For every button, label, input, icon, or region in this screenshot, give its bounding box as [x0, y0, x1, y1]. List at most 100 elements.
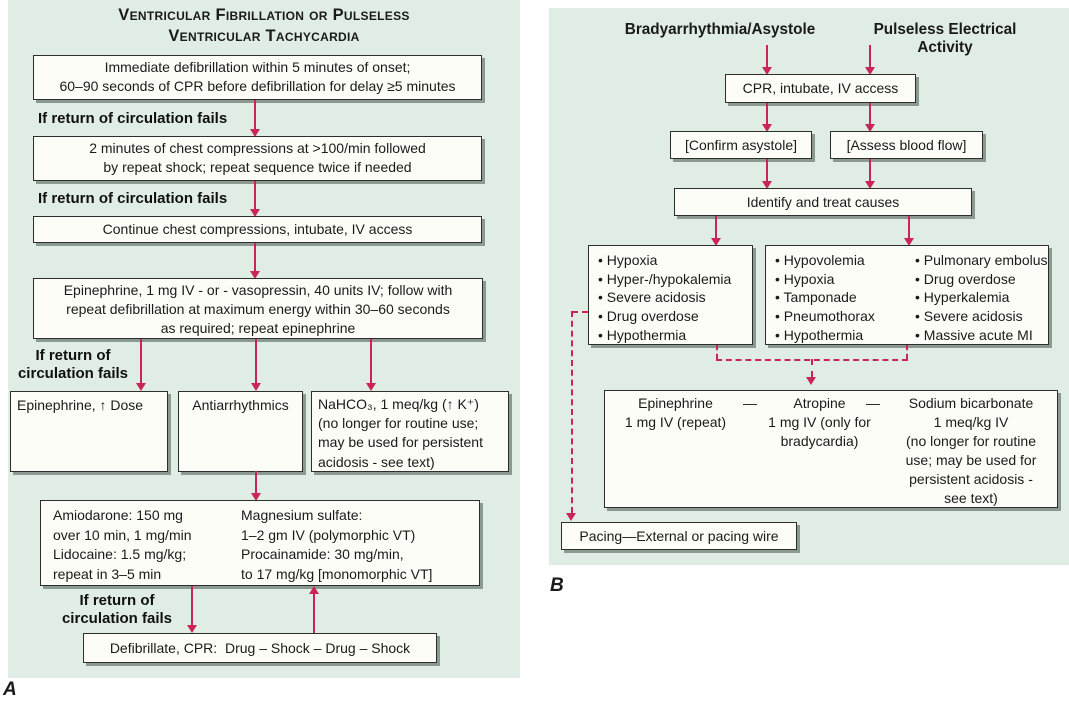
- flow-text: repeat in 3–5 min: [53, 565, 162, 582]
- flow-text: Defibrillate, CPR: Drug – Shock – Drug –…: [109, 639, 411, 656]
- drug-column-sodium-bicarbonate: Sodium bicarbonate 1 meq/kg IV (no longe…: [891, 394, 1051, 508]
- flow-text: Atropine: [793, 395, 846, 411]
- cause-item: Drug overdose: [598, 307, 752, 326]
- cause-item: Severe acidosis: [598, 288, 752, 307]
- flow-box-epinephrine-dose: Epinephrine, ↑ Dose: [10, 391, 168, 472]
- cause-item: Severe acidosis: [915, 307, 1048, 326]
- arrow-up-icon: [308, 586, 320, 633]
- cause-item: Hyper-/hypokalemia: [598, 270, 752, 289]
- flow-text: CPR, intubate, IV access: [742, 80, 899, 96]
- arrow-down-icon: [186, 586, 198, 633]
- label-if-return-3: If return of circulation fails: [10, 347, 136, 383]
- flow-text: over 10 min, 1 mg/min: [53, 526, 192, 543]
- cause-item: Pneumothorax: [775, 307, 875, 326]
- arrow-down-icon: [365, 339, 377, 391]
- dose-column-left: Amiodarone: 150 mg over 10 min, 1 mg/min…: [53, 506, 192, 584]
- flow-box-asystole-causes: Hypoxia Hyper-/hypokalemia Severe acidos…: [588, 245, 753, 345]
- flow-text: see text): [944, 490, 998, 506]
- arrow-down-icon: [864, 159, 876, 189]
- label-line: circulation fails: [17, 365, 129, 382]
- flow-box-pacing: Pacing—External or pacing wire: [561, 522, 797, 550]
- arrow-down-icon: [135, 339, 147, 391]
- panel-a-label: A: [3, 679, 17, 700]
- header-bradyarrhythmia-asystole: Bradyarrhythmia/Asystole: [624, 21, 816, 38]
- dashed-connector: [811, 359, 813, 377]
- label-line: If return of: [35, 347, 111, 364]
- flow-text: 2 minutes of chest compressions at >100/…: [89, 140, 426, 156]
- flow-text: repeat defibrillation at maximum energy …: [66, 301, 450, 317]
- cause-item: Drug overdose: [915, 270, 1048, 289]
- flow-text: acidosis - see text): [318, 453, 435, 470]
- label-if-return-2: If return of circulation fails: [38, 190, 228, 207]
- arrow-down-icon: [864, 103, 876, 132]
- flow-box-cpr-intubate: CPR, intubate, IV access: [725, 74, 916, 103]
- arrow-down-icon: [761, 103, 773, 132]
- flow-text: Lidocaine: 1.5 mg/kg;: [53, 546, 187, 562]
- dashed-connector: [571, 311, 573, 513]
- dashed-connector: [572, 311, 588, 313]
- flow-text: 1 mg IV (repeat): [624, 414, 727, 430]
- flow-text: Magnesium sulfate:: [241, 507, 363, 523]
- cause-item: Hypovolemia: [775, 251, 875, 270]
- panel-a-vf-vt: Ventricular Fibrillation or Pulseless Ve…: [8, 0, 520, 678]
- flow-box-assess-blood-flow: [Assess blood flow]: [830, 131, 983, 159]
- pea-causes-column-2: Pulmonary embolus Drug overdose Hyperkal…: [915, 251, 1048, 345]
- arrow-down-icon: [761, 45, 773, 75]
- flow-text: [Assess blood flow]: [846, 136, 967, 153]
- cause-item: Hypoxia: [775, 270, 875, 289]
- flow-box-nahco3: NaHCO₃, 1 meq/kg (↑ K⁺) (no longer for r…: [311, 391, 509, 472]
- flow-text: Immediate defibrillation within 5 minute…: [104, 59, 411, 75]
- arrow-down-icon: [249, 100, 261, 137]
- flow-text: Epinephrine, 1 mg IV - or - vasopressin,…: [63, 282, 453, 298]
- flow-text: by repeat shock; repeat sequence twice i…: [103, 159, 412, 175]
- arrow-down-icon: [710, 216, 722, 246]
- flow-box-identify-treat-causes: Identify and treat causes: [674, 188, 972, 216]
- flow-text: (no longer for routine: [906, 433, 1036, 449]
- flow-text: use; may be used for: [905, 452, 1037, 468]
- drug-column-epinephrine: Epinephrine 1 mg IV (repeat): [613, 394, 738, 432]
- drug-dash: —: [866, 395, 880, 411]
- dose-column-right: Magnesium sulfate: 1–2 gm IV (polymorphi…: [241, 506, 432, 584]
- panel-b-asystole-pea: Bradyarrhythmia/Asystole Pulseless Elect…: [549, 8, 1069, 565]
- flow-text: (no longer for routine use;: [318, 415, 479, 432]
- flow-text: 1 meq/kg IV: [933, 414, 1009, 430]
- drug-column-atropine: Atropine 1 mg IV (only for bradycardia): [757, 394, 882, 451]
- flow-text: Epinephrine, ↑ Dose: [17, 397, 144, 413]
- flow-box-antiarrhythmics: Antiarrhythmics: [178, 391, 303, 472]
- flow-text: [Confirm asystole]: [684, 136, 798, 153]
- cause-item: Hypothermia: [598, 326, 752, 345]
- flow-box-asystole-drugs: Epinephrine 1 mg IV (repeat) — Atropine …: [604, 390, 1058, 508]
- flow-box-pea-causes: Hypovolemia Hypoxia Tamponade Pneumothor…: [765, 245, 1049, 345]
- arrow-down-icon: [249, 181, 261, 217]
- panel-a-title-line2: Ventricular Tachycardia: [168, 27, 360, 45]
- dashed-arrowhead-down-icon: [806, 377, 816, 385]
- flow-box-immediate-defibrillation: Immediate defibrillation within 5 minute…: [33, 55, 482, 100]
- arrow-down-icon: [250, 471, 262, 501]
- arrow-down-icon: [250, 339, 262, 391]
- panel-a-title: Ventricular Fibrillation or Pulseless Ve…: [8, 5, 520, 47]
- label-line: circulation fails: [61, 610, 173, 627]
- cause-item: Hyperkalemia: [915, 288, 1048, 307]
- flow-box-confirm-asystole: [Confirm asystole]: [670, 131, 812, 159]
- arrow-down-icon: [903, 216, 915, 246]
- cause-item: Hypothermia: [775, 326, 875, 345]
- label-if-return-4: If return of circulation fails: [54, 592, 180, 628]
- flow-text: Epinephrine: [638, 395, 713, 411]
- flow-text: to 17 mg/kg [monomorphic VT]: [241, 565, 433, 582]
- flow-box-antiarrhythmic-doses: Amiodarone: 150 mg over 10 min, 1 mg/min…: [40, 500, 480, 586]
- arrow-down-icon: [864, 45, 876, 75]
- flow-box-epinephrine-vasopressin: Epinephrine, 1 mg IV - or - vasopressin,…: [33, 278, 483, 339]
- header-pulseless-electrical-activity: Pulseless Electrical Activity: [873, 21, 1017, 56]
- dashed-connector: [906, 345, 908, 359]
- flow-text: may be used for persistent: [318, 434, 483, 451]
- pea-causes-column-1: Hypovolemia Hypoxia Tamponade Pneumothor…: [775, 251, 875, 345]
- flow-text: Identify and treat causes: [746, 193, 900, 210]
- flow-text: persistent acidosis -: [909, 471, 1033, 487]
- flow-text: Amiodarone: 150 mg: [53, 507, 183, 523]
- flow-text: 60–90 seconds of CPR before defibrillati…: [59, 78, 456, 94]
- flow-text: bradycardia): [780, 433, 859, 449]
- cause-item: Hypoxia: [598, 251, 752, 270]
- flow-text: NaHCO₃, 1 meq/kg (↑ K⁺): [318, 396, 479, 412]
- dashed-arrowhead-down-icon: [566, 513, 576, 521]
